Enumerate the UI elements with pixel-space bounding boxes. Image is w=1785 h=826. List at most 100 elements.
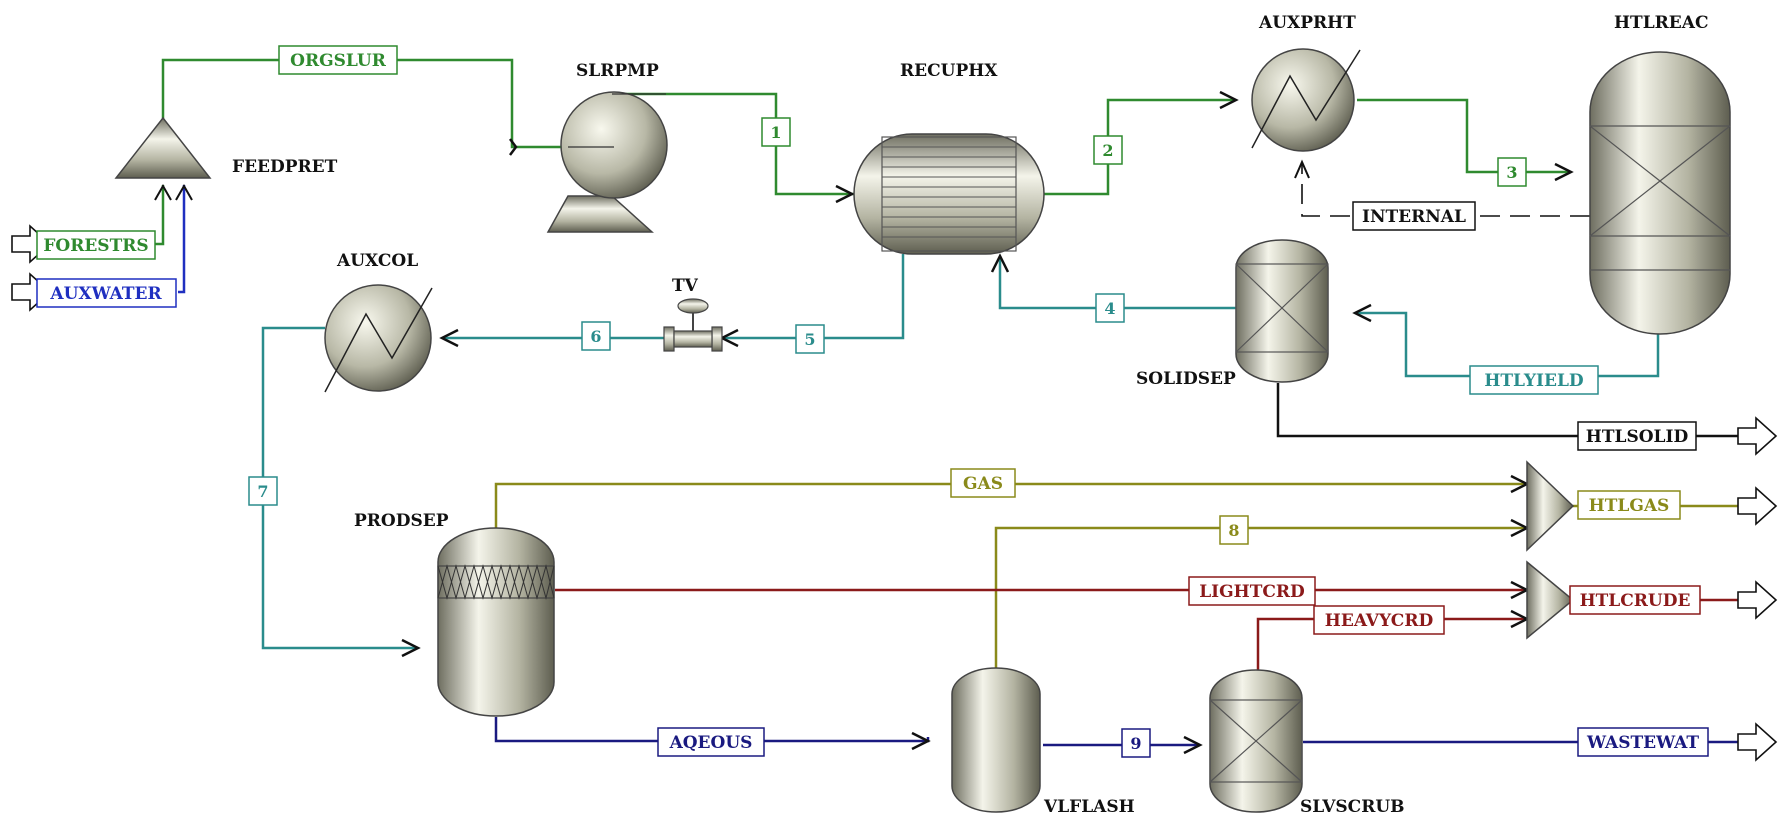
stream-line-auxwater[interactable] (178, 185, 186, 294)
stream-tag-aqeous-text: AQEOUS (669, 733, 753, 753)
stream-line-5[interactable] (722, 254, 905, 340)
block-label-solidsep: SOLIDSEP (1136, 369, 1236, 389)
auxprht-heater-icon[interactable] (1251, 48, 1361, 152)
arrow-icon (175, 183, 193, 201)
product-port-wastewat-icon (1737, 722, 1778, 762)
vlflash-drum-icon[interactable] (951, 667, 1041, 813)
stream-tag-6[interactable]: 6 (581, 321, 611, 351)
arrow-icon (1183, 735, 1203, 755)
solidsep-separator-icon[interactable] (1235, 239, 1329, 383)
stream-tag-2[interactable]: 2 (1093, 135, 1123, 165)
stream-line-8[interactable] (994, 526, 1527, 668)
stream-tag-internal[interactable]: INTERNAL (1352, 201, 1476, 231)
arrow-icon (1294, 159, 1310, 179)
block-labels: FEEDPRET SLRPMP RECUPHX AUXPRHT HTLREAC … (232, 13, 1708, 817)
product-port-htlcrude-icon (1737, 580, 1778, 620)
stream-tag-9-text: 9 (1130, 734, 1141, 753)
stream-tag-htlgas[interactable]: HTLGAS (1577, 490, 1681, 520)
stream-line-gas[interactable] (494, 482, 1527, 528)
slrpmp-pump-icon[interactable] (546, 91, 668, 233)
stream-tag-auxwater[interactable]: AUXWATER (36, 278, 177, 308)
stream-tag-lightcrd[interactable]: LIGHTCRD (1188, 576, 1316, 606)
stream-tag-forestrs-text: FORESTRS (43, 236, 148, 256)
arrow-icon (1352, 303, 1372, 323)
stream-tag-lightcrd-text: LIGHTCRD (1199, 582, 1305, 602)
block-label-slrpmp: SLRPMP (576, 61, 659, 81)
stream-tag-htlsolid-text: HTLSOLID (1586, 427, 1689, 447)
stream-tags: ORGSLUR FORESTRS AUXWATER 1 2 3 INTERNAL (36, 45, 1709, 758)
htlcrude-mixer-icon[interactable] (1526, 560, 1575, 640)
arrow-icon (911, 731, 931, 751)
stream-line-4[interactable] (998, 256, 1236, 310)
stream-tag-7[interactable]: 7 (248, 476, 278, 506)
stream-tag-5[interactable]: 5 (795, 324, 825, 354)
stream-tag-gas-text: GAS (963, 474, 1003, 494)
auxcol-cooler-icon[interactable] (324, 284, 433, 393)
stream-tag-6-text: 6 (590, 327, 601, 346)
stream-tag-orgslur-text: ORGSLUR (290, 51, 387, 71)
stream-line-internal[interactable] (1301, 163, 1590, 217)
block-label-auxprht: AUXPRHT (1258, 13, 1356, 33)
stream-tag-htlsolid[interactable]: HTLSOLID (1577, 421, 1697, 451)
port-arrows (11, 224, 1778, 762)
stream-tag-5-text: 5 (804, 330, 815, 349)
arrow-icon (439, 328, 459, 348)
stream-tag-internal-text: INTERNAL (1362, 207, 1466, 227)
stream-tag-heavycrd-text: HEAVYCRD (1325, 611, 1434, 631)
stream-tag-htlyield-text: HTLYIELD (1484, 371, 1584, 391)
arrow-icon (1219, 90, 1239, 110)
recuphx-exchanger-icon[interactable] (853, 133, 1045, 255)
stream-tag-2-text: 2 (1102, 141, 1113, 160)
stream-arrowheads (154, 90, 1574, 755)
stream-tag-htlcrude-text: HTLCRUDE (1580, 591, 1691, 611)
prodsep-separator-icon[interactable] (437, 527, 555, 717)
stream-tag-heavycrd[interactable]: HEAVYCRD (1313, 605, 1445, 635)
stream-tag-7-text: 7 (257, 482, 268, 501)
stream-tag-8-text: 8 (1228, 521, 1239, 540)
stream-tag-3-text: 3 (1506, 163, 1517, 182)
stream-tag-htlcrude[interactable]: HTLCRUDE (1569, 585, 1701, 615)
stream-tag-orgslur[interactable]: ORGSLUR (278, 45, 398, 75)
stream-tag-1[interactable]: 1 (761, 117, 791, 147)
arrow-icon (835, 184, 855, 204)
stream-tag-gas[interactable]: GAS (950, 468, 1016, 498)
stream-tag-1-text: 1 (770, 123, 781, 142)
feedpret-mixer-icon[interactable] (114, 116, 212, 179)
stream-tag-wastewat[interactable]: WASTEWAT (1577, 727, 1709, 757)
stream-tag-wastewat-text: WASTEWAT (1586, 733, 1699, 753)
block-label-vlflash: VLFLASH (1043, 797, 1135, 817)
block-label-slvscrub: SLVSCRUB (1300, 797, 1405, 817)
stream-line-htlyield[interactable] (1355, 311, 1660, 378)
stream-tag-8[interactable]: 8 (1219, 515, 1249, 545)
product-port-htlsolid-icon (1737, 416, 1778, 456)
block-label-htlreac: HTLREAC (1614, 13, 1708, 33)
stream-line-orgslur[interactable] (161, 58, 568, 149)
block-label-feedpret: FEEDPRET (232, 157, 338, 177)
block-label-auxcol: AUXCOL (336, 251, 418, 271)
htlgas-mixer-icon[interactable] (1526, 460, 1575, 552)
stream-tag-forestrs[interactable]: FORESTRS (36, 230, 156, 260)
block-label-prodsep: PRODSEP (354, 511, 449, 531)
stream-tag-aqeous[interactable]: AQEOUS (657, 727, 765, 757)
stream-tag-4-text: 4 (1104, 299, 1115, 318)
arrow-icon (509, 138, 518, 156)
arrow-icon (154, 183, 172, 201)
stream-tag-9[interactable]: 9 (1121, 728, 1151, 758)
stream-tag-htlgas-text: HTLGAS (1589, 496, 1670, 516)
slvscrub-scrubber-icon[interactable] (1209, 669, 1303, 813)
stream-tag-4[interactable]: 4 (1095, 293, 1125, 323)
product-port-htlgas-icon (1737, 486, 1778, 526)
stream-line-forestrs[interactable] (155, 185, 165, 246)
stream-tag-htlyield[interactable]: HTLYIELD (1469, 365, 1599, 395)
stream-tag-3[interactable]: 3 (1497, 157, 1527, 187)
stream-line-2[interactable] (1043, 98, 1236, 196)
arrow-icon (401, 638, 421, 658)
stream-tag-auxwater-text: AUXWATER (49, 284, 162, 304)
tv-valve-icon[interactable] (663, 298, 723, 352)
htlreac-reactor-icon[interactable] (1589, 51, 1731, 335)
block-label-recuphx: RECUPHX (900, 61, 998, 81)
arrow-icon (990, 253, 1010, 273)
arrow-icon (1554, 162, 1574, 182)
stream-line-3[interactable] (1357, 98, 1571, 174)
